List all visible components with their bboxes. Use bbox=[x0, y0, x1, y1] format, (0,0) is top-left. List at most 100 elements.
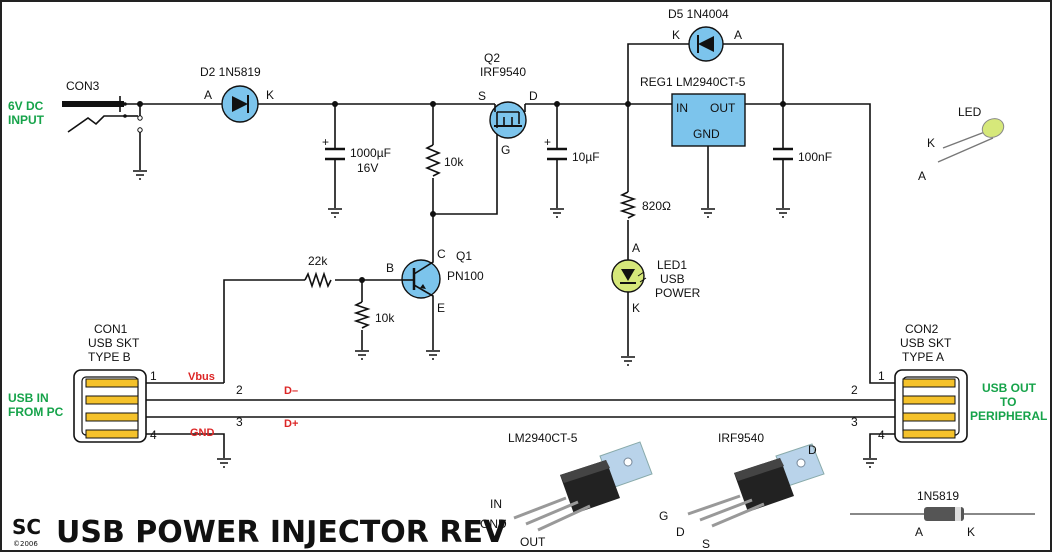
con1-name: CON1 bbox=[94, 322, 128, 336]
con1-pin-4: 4 bbox=[150, 428, 157, 442]
q1-pin-e: E bbox=[437, 301, 445, 315]
led1-line2: USB bbox=[660, 272, 685, 286]
transistor-q1: B C E Q1 PN100 bbox=[386, 247, 484, 315]
gnd-label: GND bbox=[190, 427, 215, 439]
led1-pin-k: K bbox=[632, 301, 640, 315]
r820-value: 820Ω bbox=[642, 199, 671, 213]
c1-voltage: 16V bbox=[357, 161, 378, 175]
ground-symbols bbox=[133, 170, 877, 468]
dc-jack-con3: CON3 6V DC INPUT bbox=[8, 79, 143, 133]
dc-input-label-2: INPUT bbox=[8, 113, 45, 127]
q2-part: IRF9540 bbox=[480, 65, 526, 79]
irf9540-pin-s: S bbox=[702, 537, 710, 551]
con1-pin-1: 1 bbox=[150, 369, 157, 383]
resistor-820: 820Ω bbox=[619, 191, 671, 219]
con3-label: CON3 bbox=[66, 79, 100, 93]
irf9540-pin-d: D bbox=[676, 525, 685, 539]
con2-pin-3: 3 bbox=[851, 415, 858, 429]
reg1-pin-gnd: GND bbox=[693, 127, 720, 141]
junction-dots bbox=[137, 101, 786, 283]
led1-line3: POWER bbox=[655, 286, 701, 300]
q2-pin-g: G bbox=[501, 143, 510, 157]
led1: A K LED1 USB POWER bbox=[611, 241, 701, 315]
package-lm2940: LM2940CT-5 IN GND OUT bbox=[480, 431, 653, 549]
q1-name: Q1 bbox=[456, 249, 472, 263]
led-legend-a: A bbox=[918, 169, 926, 183]
d2-pin-a: A bbox=[204, 88, 212, 102]
irf9540-package-name: IRF9540 bbox=[718, 431, 764, 445]
dminus-label: D– bbox=[284, 385, 298, 397]
led-legend: LED K A bbox=[918, 105, 1005, 183]
lm2940-pin-out: OUT bbox=[520, 535, 546, 549]
lm2940-pin-gnd: GND bbox=[480, 517, 507, 531]
capacitor-c2: + 10µF bbox=[544, 135, 600, 164]
q2-pin-d: D bbox=[529, 89, 538, 103]
irf9540-pin-d-tab: D bbox=[808, 443, 817, 457]
lm2940-package-name: LM2940CT-5 bbox=[508, 431, 578, 445]
1n5819-pin-k: K bbox=[967, 525, 975, 539]
d5-pin-k: K bbox=[672, 28, 680, 42]
q1-part: PN100 bbox=[447, 269, 484, 283]
1n5819-pin-a: A bbox=[915, 525, 923, 539]
capacitor-c3: 100nF bbox=[773, 147, 832, 164]
r22k-value: 22k bbox=[308, 254, 328, 268]
con1-pin-3: 3 bbox=[236, 415, 243, 429]
usb-in-label-1: USB IN bbox=[8, 391, 49, 405]
sc-logo-letters: SC bbox=[12, 515, 41, 539]
con2-pin-1: 1 bbox=[878, 369, 885, 383]
diode-d2: D2 1N5819 A K bbox=[200, 65, 274, 123]
r10k-top-value: 10k bbox=[444, 155, 464, 169]
lm2940-pin-in: IN bbox=[490, 497, 502, 511]
led-legend-k: K bbox=[927, 136, 935, 150]
vbus-label: Vbus bbox=[188, 371, 215, 383]
d2-pin-k: K bbox=[266, 88, 274, 102]
resistor-22k: 22k bbox=[304, 254, 332, 289]
d2-label: D2 1N5819 bbox=[200, 65, 261, 79]
usb-out-label-1: USB OUT bbox=[982, 381, 1037, 395]
con2-line3: TYPE A bbox=[902, 350, 944, 364]
svg-text:+: + bbox=[544, 135, 551, 149]
r10k-bottom-value: 10k bbox=[375, 311, 395, 325]
led-legend-title: LED bbox=[958, 105, 982, 119]
c2-value: 10µF bbox=[572, 150, 600, 164]
led1-pin-a: A bbox=[632, 241, 640, 255]
led1-name: LED1 bbox=[657, 258, 687, 272]
q1-pin-b: B bbox=[386, 261, 394, 275]
package-irf9540: IRF9540 D G D S bbox=[659, 431, 825, 551]
con2-pin-2: 2 bbox=[851, 383, 858, 397]
usb-connector-con1: CON1 USB SKT TYPE B 1 4 2 3 USB IN FROM … bbox=[8, 322, 243, 443]
c3-value: 100nF bbox=[798, 150, 832, 164]
con2-line2: USB SKT bbox=[900, 336, 952, 350]
usb-connector-con2: CON2 USB SKT TYPE A 1 4 2 3 USB OUT TO P… bbox=[851, 322, 1047, 443]
mosfet-q2: Q2 IRF9540 S D G bbox=[478, 51, 538, 157]
c1-value: 1000µF bbox=[350, 146, 391, 160]
d5-label: D5 1N4004 bbox=[668, 7, 729, 21]
resistor-10k-bottom: 10k bbox=[353, 301, 395, 329]
resistor-10k-top: 10k bbox=[424, 144, 464, 177]
reg1-label: REG1 LM2940CT-5 bbox=[640, 75, 746, 89]
regulator-reg1: REG1 LM2940CT-5 IN OUT GND bbox=[640, 75, 746, 147]
sc-logo: SC ©2006 bbox=[12, 515, 41, 548]
package-1n5819: 1N5819 A K bbox=[850, 489, 1035, 539]
usb-out-label-2: TO bbox=[1000, 395, 1016, 409]
q1-pin-c: C bbox=[437, 247, 446, 261]
reg1-pin-in: IN bbox=[676, 101, 688, 115]
usb-in-label-2: FROM PC bbox=[8, 405, 64, 419]
sc-logo-year: ©2006 bbox=[13, 540, 38, 548]
con1-line2: USB SKT bbox=[88, 336, 140, 350]
q2-name: Q2 bbox=[484, 51, 500, 65]
usb-out-label-3: PERIPHERAL bbox=[970, 409, 1047, 423]
con2-name: CON2 bbox=[905, 322, 939, 336]
reg1-pin-out: OUT bbox=[710, 101, 736, 115]
con2-pin-4: 4 bbox=[878, 428, 885, 442]
1n5819-package-name: 1N5819 bbox=[917, 489, 959, 503]
svg-text:+: + bbox=[322, 135, 329, 149]
signal-labels: Vbus D– D+ GND bbox=[188, 371, 298, 439]
irf9540-pin-g: G bbox=[659, 509, 668, 523]
q2-pin-s: S bbox=[478, 89, 486, 103]
page-title: USB POWER INJECTOR REV bbox=[56, 515, 507, 550]
capacitor-c1: + 1000µF 16V bbox=[322, 135, 391, 175]
dc-input-label-1: 6V DC bbox=[8, 99, 44, 113]
